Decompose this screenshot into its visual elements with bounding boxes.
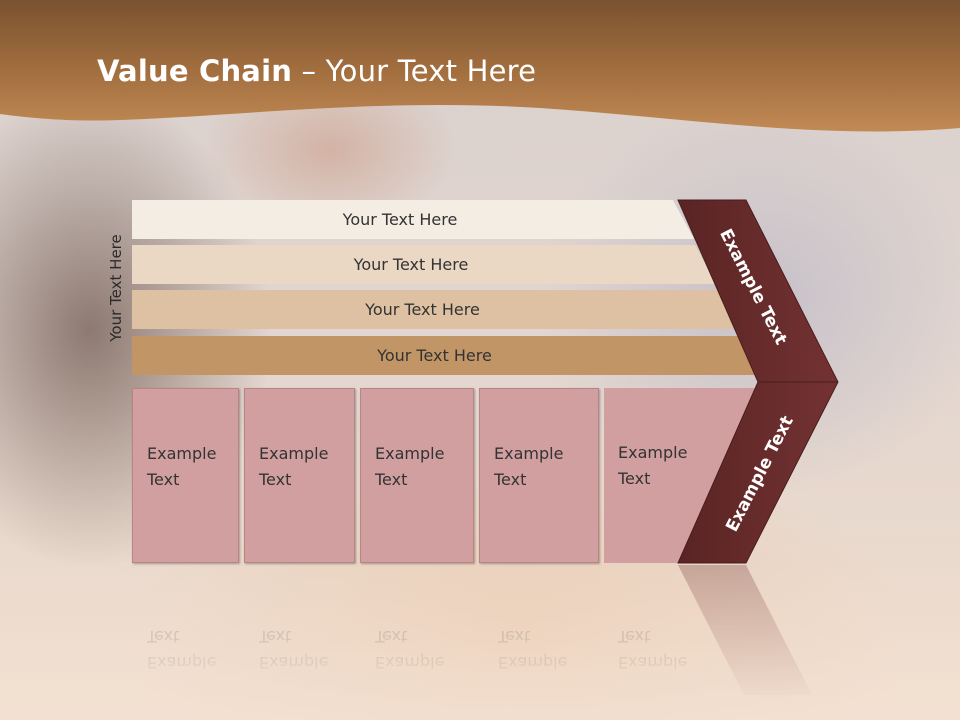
box-line2: Text (375, 470, 408, 489)
background-fade (0, 560, 960, 720)
title-rest: – Your Text Here (292, 54, 537, 88)
bar-3: Your Text Here (132, 290, 739, 329)
activity-box-2: Example Text (244, 388, 355, 563)
box-line1: Example (494, 444, 564, 463)
header-band (0, 0, 960, 132)
bar-4: Your Text Here (132, 336, 763, 375)
box-line2: Text (259, 470, 292, 489)
bar-1: Your Text Here (132, 200, 694, 239)
box-line2: Text (147, 470, 180, 489)
box-line1: Example (618, 443, 688, 462)
box-line2: Text (618, 469, 651, 488)
box-line1: Example (147, 444, 217, 463)
bar-2: Your Text Here (132, 245, 716, 284)
title-bold: Value Chain (97, 54, 293, 88)
box-line1: Example (259, 444, 329, 463)
slide-title: Value Chain – Your Text Here (97, 54, 536, 88)
activity-box-4: Example Text (479, 388, 599, 563)
box-line2: Text (494, 470, 527, 489)
activity-box-1: Example Text (132, 388, 239, 563)
activity-box-3: Example Text (360, 388, 474, 563)
box-line1: Example (375, 444, 445, 463)
